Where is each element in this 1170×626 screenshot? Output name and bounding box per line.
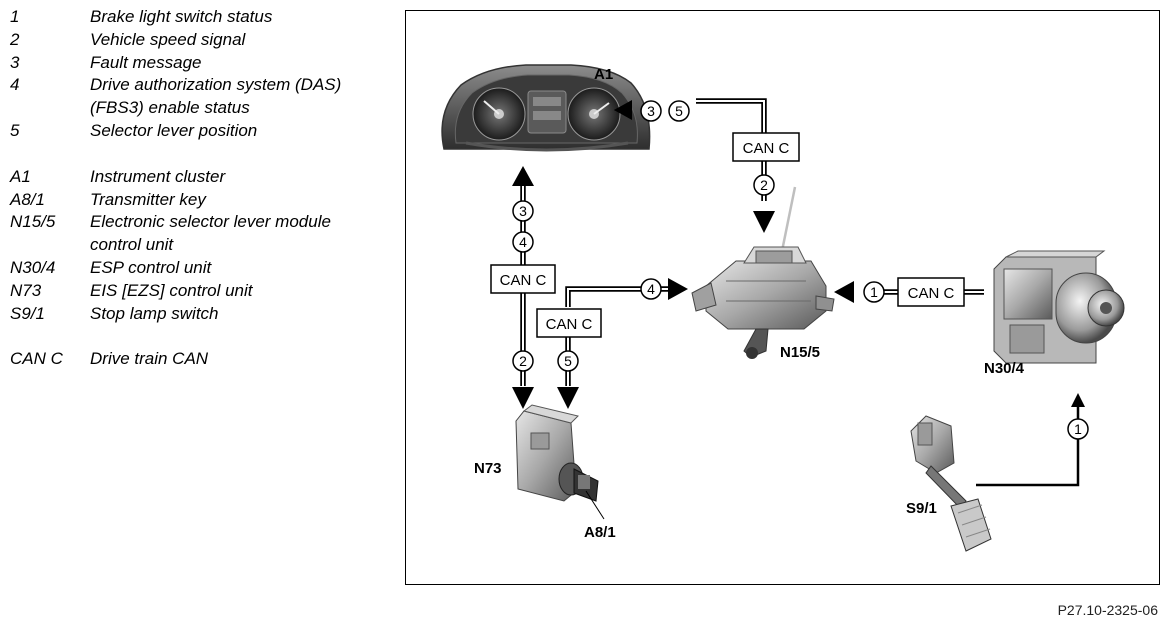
svg-text:5: 5 bbox=[564, 353, 572, 369]
legend-item-3: 3 Fault message bbox=[10, 52, 400, 75]
svg-text:1: 1 bbox=[1074, 421, 1082, 437]
svg-text:3: 3 bbox=[519, 203, 527, 219]
signal-marker-4-right: 4 bbox=[640, 278, 662, 300]
svg-text:2: 2 bbox=[760, 177, 768, 193]
signal-marker-3-top: 3 bbox=[640, 100, 662, 122]
legend-text: Vehicle speed signal bbox=[90, 29, 246, 49]
legend-item-n30-4: N30/4 ESP control unit bbox=[10, 257, 400, 280]
selector-lever-module-picture bbox=[691, 186, 835, 359]
eis-control-unit-picture bbox=[515, 404, 599, 502]
legend-text: Drive train CAN bbox=[90, 349, 209, 369]
label-s9-1: S9/1 bbox=[906, 500, 937, 517]
legend-item-a1: A1 Instrument cluster bbox=[10, 166, 400, 189]
svg-text:5: 5 bbox=[675, 103, 683, 119]
legend-item-n73: N73 EIS [EZS] control unit bbox=[10, 280, 400, 303]
signal-marker-2-right: 2 bbox=[753, 174, 775, 196]
legend-item-s9-1: S9/1 Stop lamp switch bbox=[10, 303, 400, 326]
legend-key: 2 bbox=[10, 29, 20, 49]
legend-text: EIS [EZS] control unit bbox=[90, 280, 253, 300]
label-a1: A1 bbox=[594, 66, 613, 83]
signal-path-1-hardwire bbox=[976, 396, 1080, 487]
label-n30-4: N30/4 bbox=[984, 360, 1025, 377]
legend-item-a8-1: A8/1 Transmitter key bbox=[10, 189, 400, 212]
label-a8-1: A8/1 bbox=[584, 524, 616, 541]
can-c-label: CAN C bbox=[500, 272, 547, 289]
legend-spacer bbox=[10, 143, 400, 166]
legend-text: Drive authorization system (DAS) (FBS3) … bbox=[90, 75, 342, 118]
signal-marker-1-hardwire: 1 bbox=[1067, 418, 1089, 440]
can-c-label: CAN C bbox=[546, 316, 593, 333]
diagram-frame: CAN C CAN C CAN C CAN C 3 5 2 3 bbox=[405, 10, 1160, 585]
arrowhead-right-n15-4 bbox=[668, 278, 688, 300]
legend-key: 5 bbox=[10, 120, 20, 140]
legend-key: N15/5 bbox=[10, 212, 56, 232]
legend-key: 4 bbox=[10, 75, 20, 95]
signal-marker-2-left: 2 bbox=[512, 350, 534, 372]
legend-key: 3 bbox=[10, 52, 20, 72]
legend-item-5: 5 Selector lever position bbox=[10, 120, 400, 143]
signal-path-4 bbox=[565, 286, 668, 307]
legend-text: ESP control unit bbox=[90, 257, 212, 277]
signal-marker-3-left: 3 bbox=[512, 200, 534, 222]
legend-item-2: 2 Vehicle speed signal bbox=[10, 29, 400, 52]
can-c-box-left: CAN C bbox=[490, 264, 556, 294]
stop-lamp-switch-picture bbox=[910, 415, 992, 552]
legend-item-can-c: CAN C Drive train CAN bbox=[10, 348, 400, 371]
legend-text: Brake light switch status bbox=[90, 7, 273, 26]
legend-key: CAN C bbox=[10, 349, 63, 369]
svg-text:4: 4 bbox=[647, 281, 655, 297]
can-c-label: CAN C bbox=[743, 140, 790, 157]
arrowhead-up-n30-1 bbox=[1071, 393, 1085, 407]
signal-marker-4-left: 4 bbox=[512, 231, 534, 253]
signal-marker-1-top: 1 bbox=[863, 281, 885, 303]
legend-text: Selector lever position bbox=[90, 120, 258, 140]
legend-spacer bbox=[10, 325, 400, 348]
esp-control-unit-picture bbox=[993, 250, 1125, 364]
svg-text:3: 3 bbox=[647, 103, 655, 119]
svg-text:4: 4 bbox=[519, 234, 527, 250]
instrument-cluster-picture bbox=[441, 64, 651, 152]
legend-key: A8/1 bbox=[10, 189, 45, 209]
signal-marker-5-left: 5 bbox=[557, 350, 579, 372]
can-c-box-middle: CAN C bbox=[536, 308, 602, 338]
legend-text: Stop lamp switch bbox=[90, 303, 219, 323]
arrowhead-up-a1 bbox=[512, 166, 534, 186]
legend-text: Transmitter key bbox=[90, 189, 206, 209]
can-c-box-right: CAN C bbox=[897, 277, 965, 307]
legend-item-n15-5: N15/5 Electronic selector lever module c… bbox=[10, 211, 400, 257]
legend-key: 1 bbox=[10, 7, 20, 26]
can-bus-diagram: CAN C CAN C CAN C CAN C 3 5 2 3 bbox=[441, 64, 1125, 552]
signal-marker-5-top: 5 bbox=[668, 100, 690, 122]
arrowhead-down-n15 bbox=[753, 211, 775, 233]
svg-text:2: 2 bbox=[519, 353, 527, 369]
leader-a8-1 bbox=[585, 490, 605, 520]
legend-key: N30/4 bbox=[10, 257, 56, 277]
arrowhead-down-n73-2 bbox=[512, 387, 534, 409]
legend: 1 Brake light switch status 2 Vehicle sp… bbox=[10, 6, 400, 371]
svg-text:1: 1 bbox=[870, 284, 878, 300]
legend-key: A1 bbox=[10, 166, 31, 186]
legend-text: Fault message bbox=[90, 52, 202, 72]
arrowhead-down-n73-5 bbox=[557, 387, 579, 409]
can-c-box-top: CAN C bbox=[732, 132, 800, 162]
legend-item-1: 1 Brake light switch status bbox=[10, 6, 400, 29]
figure-reference: P27.10-2325-06 bbox=[1057, 602, 1158, 618]
label-n73: N73 bbox=[474, 460, 502, 477]
label-n15-5: N15/5 bbox=[780, 344, 820, 361]
legend-key: S9/1 bbox=[10, 303, 45, 323]
legend-text: Instrument cluster bbox=[90, 166, 226, 186]
arrowhead-to-a1 bbox=[614, 100, 632, 120]
arrowhead-left-n15-1 bbox=[834, 281, 854, 303]
can-c-label: CAN C bbox=[908, 285, 955, 302]
legend-item-4: 4 Drive authorization system (DAS) (FBS3… bbox=[10, 74, 400, 120]
legend-text: Electronic selector lever module control… bbox=[90, 212, 331, 255]
legend-key: N73 bbox=[10, 280, 42, 300]
